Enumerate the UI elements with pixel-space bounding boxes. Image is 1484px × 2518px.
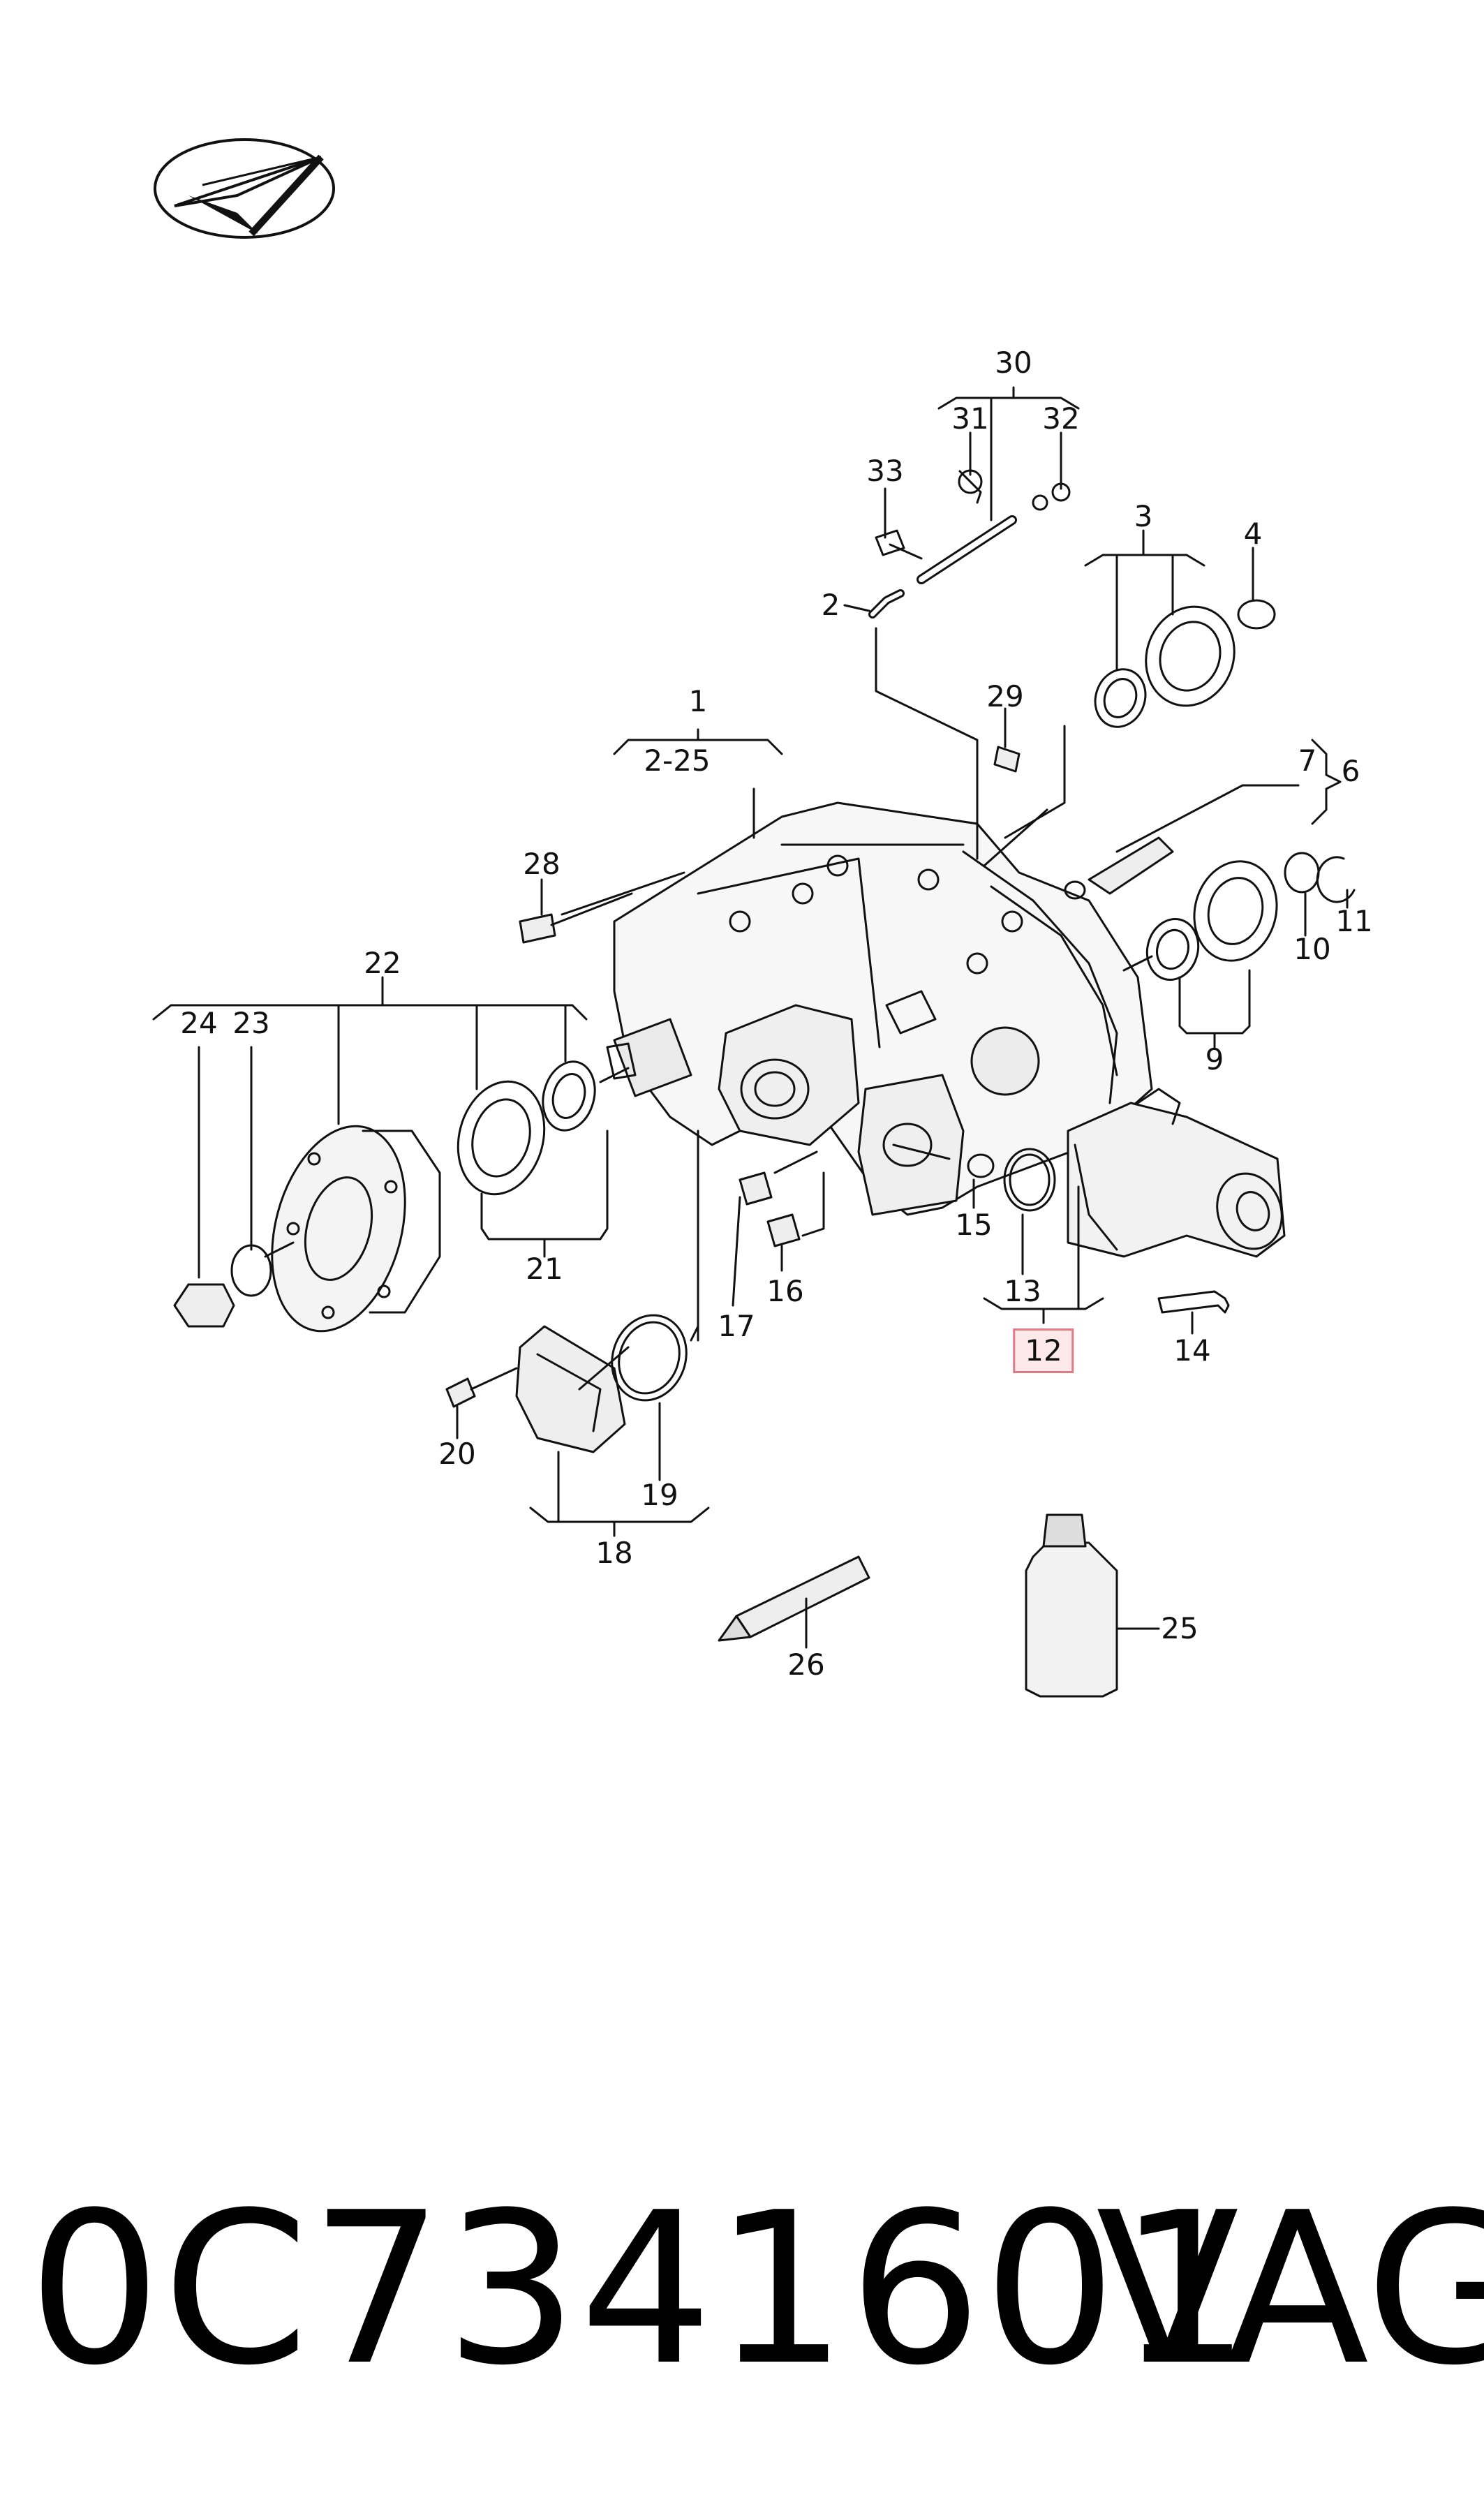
breather-hose-assembly [843, 386, 1080, 860]
callout-label-3: 3 [1134, 499, 1153, 533]
callout-label-4: 4 [1243, 517, 1263, 551]
callout-label-21: 21 [526, 1252, 563, 1286]
seal-set-3 [1004, 529, 1276, 839]
callout-label-24: 24 [180, 1006, 218, 1040]
oil-bottle-25 [1025, 1513, 1160, 1698]
part-number: 0C7341601 [28, 2168, 1253, 2411]
brand-name: VAG [1096, 2168, 1484, 2411]
callout-label-23: 23 [232, 1006, 270, 1040]
paper-plane-check-logo-icon [154, 138, 335, 239]
callout-label-12: 12 [1013, 1328, 1074, 1373]
callout-label-26: 26 [787, 1647, 825, 1682]
callout-label-1: 1 [688, 684, 708, 718]
transfer-case-housing [606, 801, 1153, 1216]
callout-label-31: 31 [951, 401, 989, 436]
callout-label-13: 13 [1004, 1274, 1041, 1308]
callout-label-20: 20 [438, 1437, 476, 1471]
callout-label-18: 18 [595, 1536, 633, 1570]
callout-label-14: 14 [1173, 1333, 1211, 1368]
callout-label-19: 19 [641, 1478, 678, 1512]
callout-label-15: 15 [955, 1208, 993, 1242]
callout-label-11: 11 [1335, 904, 1373, 938]
flange-assembly-22 [152, 976, 630, 1333]
callout-label-9: 9 [1205, 1042, 1224, 1076]
callout-label-25: 25 [1161, 1611, 1199, 1645]
callout-label-22: 22 [364, 946, 401, 980]
callout-label-29: 29 [986, 679, 1024, 713]
callout-label-7: 7 [1298, 743, 1317, 778]
callout-label-28: 28 [523, 847, 561, 881]
callout-label-32: 32 [1042, 401, 1080, 436]
callout-label-10: 10 [1293, 932, 1331, 966]
callout-label-16: 16 [766, 1274, 804, 1308]
callout-label-6: 6 [1341, 754, 1360, 788]
actuator-motor-12 [892, 1088, 1286, 1335]
sealant-tube-26 [718, 1555, 870, 1649]
sensor-and-seals [1064, 739, 1356, 1049]
callout-label-30: 30 [995, 346, 1032, 380]
callout-label-2: 2 [821, 588, 840, 622]
callout-label-33: 33 [866, 454, 904, 488]
callout-label-17: 17 [718, 1309, 755, 1343]
cover-assembly-18 [445, 1130, 710, 1537]
callout-label-2-25: 2-25 [644, 743, 711, 778]
